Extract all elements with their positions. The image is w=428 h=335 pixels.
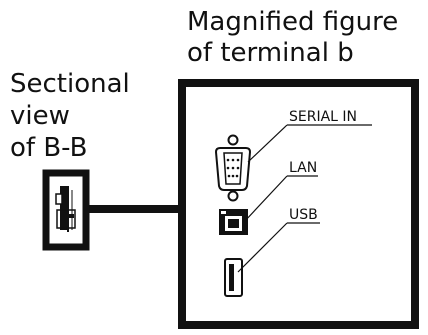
sectional-label-line1: Sectional (10, 69, 130, 99)
sectional-view-box (42, 169, 90, 251)
serial-in-label: SERIAL IN (289, 109, 357, 125)
connector-line (86, 205, 182, 213)
usb-port-icon (224, 258, 243, 297)
sectional-label-line3: of B-B (10, 133, 87, 163)
serial-port-icon (214, 134, 252, 202)
magnified-panel (178, 79, 419, 329)
lan-port-icon (219, 209, 248, 235)
sectional-label-line2: view (10, 101, 70, 131)
magnified-title-line1: Magnified figure (187, 7, 398, 37)
lan-label: LAN (289, 160, 317, 176)
magnified-title-line2: of terminal b (187, 38, 354, 68)
usb-label: USB (289, 207, 318, 223)
